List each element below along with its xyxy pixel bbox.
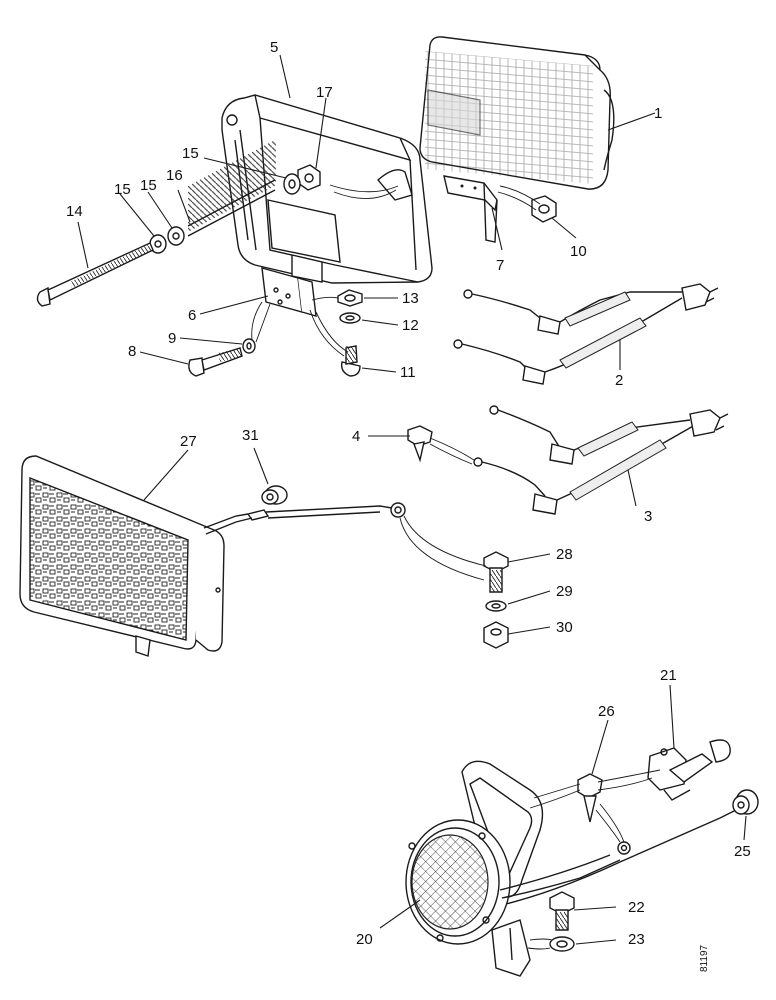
callout-25: 25 [734, 843, 751, 860]
washer-part-15 [283, 173, 301, 195]
ring-terminal [390, 502, 406, 518]
callout-26: 26 [598, 703, 615, 720]
lamp-unit-part-1 [419, 36, 615, 190]
callout-labels: 1 5 17 15 16 15 15 14 6 9 8 13 12 11 7 1… [66, 39, 751, 948]
ring-terminal [617, 841, 631, 855]
callout-13: 13 [402, 290, 419, 307]
washer-part-9 [242, 338, 256, 354]
callout-22: 22 [628, 899, 645, 916]
callout-6: 6 [188, 307, 196, 324]
work-lamp-part-20 [405, 760, 737, 977]
grommet-part-25 [732, 789, 759, 815]
callout-1: 1 [654, 105, 662, 122]
harness-part-3 [473, 405, 729, 515]
washer-part-29 [485, 600, 507, 612]
bolt-part-22 [549, 891, 575, 931]
callout-3: 3 [644, 508, 652, 525]
figure-code: 81197 [699, 944, 710, 972]
screw-part-26 [577, 773, 603, 823]
callout-16: 16 [166, 167, 183, 184]
harness-part-2 [453, 283, 719, 385]
callout-10: 10 [570, 243, 587, 260]
nut-part-13 [337, 289, 363, 307]
screw-part-11 [340, 345, 361, 377]
callout-15: 15 [114, 181, 131, 198]
bracket-part-6 [261, 267, 317, 317]
callout-9: 9 [168, 330, 176, 347]
callout-20: 20 [356, 931, 373, 948]
callout-29: 29 [556, 583, 573, 600]
callout-27: 27 [180, 433, 197, 450]
spring-part-16 [187, 139, 276, 237]
callout-14: 14 [66, 203, 83, 220]
callout-28: 28 [556, 546, 573, 563]
callout-7: 7 [496, 257, 504, 274]
long-bolt-part-14 [36, 242, 154, 307]
bolt-part-8 [188, 347, 243, 377]
callout-2: 2 [615, 372, 623, 389]
callout-23: 23 [628, 931, 645, 948]
callout-5: 5 [270, 39, 278, 56]
callout-4: 4 [352, 428, 360, 445]
nut-part-30 [483, 621, 509, 649]
callout-11: 11 [400, 364, 416, 381]
callout-31: 31 [242, 427, 259, 444]
leader-lines [77, 54, 747, 950]
callout-17: 17 [316, 84, 333, 101]
washer-part-15 [167, 226, 185, 246]
callout-15: 15 [182, 145, 199, 162]
callout-30: 30 [556, 619, 573, 636]
screw-part-4 [407, 425, 433, 463]
callout-21: 21 [660, 667, 677, 684]
callout-8: 8 [128, 343, 136, 360]
work-lamp-part-27 [19, 455, 393, 657]
callout-12: 12 [402, 317, 419, 334]
grommet-part-31 [261, 485, 288, 505]
washer-part-12 [339, 312, 361, 324]
callout-15: 15 [140, 177, 157, 194]
switch-part-21 [647, 739, 731, 801]
bolt-part-28 [483, 551, 509, 593]
bracket-part-7 [443, 175, 498, 243]
washer-part-23 [549, 936, 575, 952]
